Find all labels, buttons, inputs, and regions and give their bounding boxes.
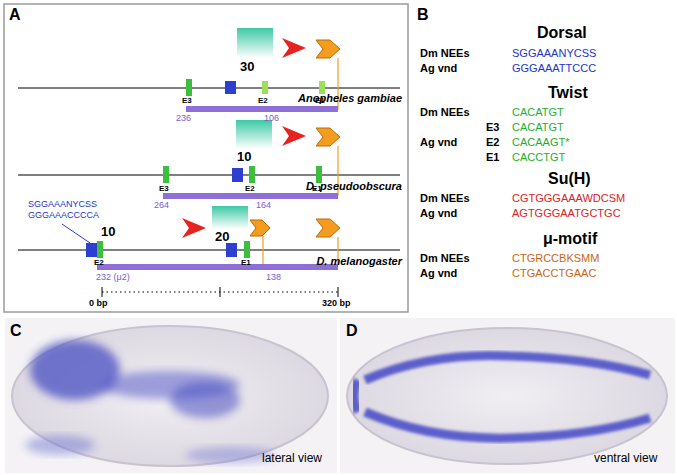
label-text: CACCTGT xyxy=(512,151,565,163)
label-text: 320 bp xyxy=(322,299,351,309)
label-text: Dm NEEs xyxy=(420,47,470,59)
label-text: E2 xyxy=(486,136,499,148)
label-text: D xyxy=(346,322,358,340)
label-text: Dm NEEs xyxy=(420,192,470,204)
panel-frame xyxy=(4,4,408,312)
label-text: 106 xyxy=(264,114,279,124)
label-text: 236 xyxy=(176,114,191,124)
label-text: CACAAGT* xyxy=(512,136,569,148)
label-text: Twist xyxy=(548,84,588,102)
label-text: A xyxy=(9,6,21,24)
label-text: E2 xyxy=(245,185,255,194)
label-text: 0 bp xyxy=(89,299,108,309)
label-text: 10 xyxy=(101,225,115,239)
embryo-ventral xyxy=(340,318,675,473)
label-text: Dorsal xyxy=(537,24,587,42)
label-text: E1 xyxy=(241,259,251,268)
label-text: E2 xyxy=(94,259,104,268)
label-text: Su(H) xyxy=(548,170,591,188)
label-text: μ-motif xyxy=(543,230,597,248)
label-text: Ag vnd xyxy=(420,136,457,148)
label-text: CACATGT xyxy=(512,121,564,133)
label-text: E3 xyxy=(486,121,499,133)
label-text: Dm NEEs xyxy=(420,106,470,118)
label-text: CACATGT xyxy=(512,106,564,118)
label-text: 264 xyxy=(154,201,169,211)
label-text: C xyxy=(10,322,22,340)
label-text: E2 xyxy=(258,97,268,106)
label-text: E3 xyxy=(182,97,192,106)
label-text: 10 xyxy=(237,150,251,164)
label-text: SGGAAANYCSS xyxy=(28,200,97,210)
label-text: CGTGGGAAAWDCSM xyxy=(512,192,625,204)
label-text: 232 (μ2) xyxy=(96,273,130,283)
label-text: E3 xyxy=(159,185,169,194)
embryo-lateral xyxy=(5,318,337,473)
label-text: GGGAAATTCCC xyxy=(512,62,596,74)
label-text: D. melanogaster xyxy=(316,255,402,267)
label-text: AGTGGGAATGCTGC xyxy=(512,207,621,219)
label-text: Ag vnd xyxy=(420,267,457,279)
label-text: Ag vnd xyxy=(420,62,457,74)
label-text: Ag vnd xyxy=(420,207,457,219)
label-text: 164 xyxy=(256,201,271,211)
label-text: Dm NEEs xyxy=(420,252,470,264)
label-text: Anopheles gambiae xyxy=(298,92,402,104)
label-text: GGGAAACCCCA xyxy=(28,211,99,221)
label-text: CTGACCTGAAC xyxy=(512,267,596,279)
label-text: CTGRCCBKSMM xyxy=(512,252,599,264)
scale-bar xyxy=(102,287,338,297)
label-text: 30 xyxy=(240,60,254,74)
label-text: 138 xyxy=(266,273,281,283)
label-text: 20 xyxy=(215,230,229,244)
label-text: B xyxy=(417,6,429,24)
label-text: E1 xyxy=(486,151,499,163)
label-text: E1 xyxy=(312,185,322,194)
label-text: ventral view xyxy=(594,452,657,465)
label-text: lateral view xyxy=(262,452,322,465)
label-text: E1 xyxy=(315,97,325,106)
label-text: SGGAAANYCSS xyxy=(512,47,596,59)
